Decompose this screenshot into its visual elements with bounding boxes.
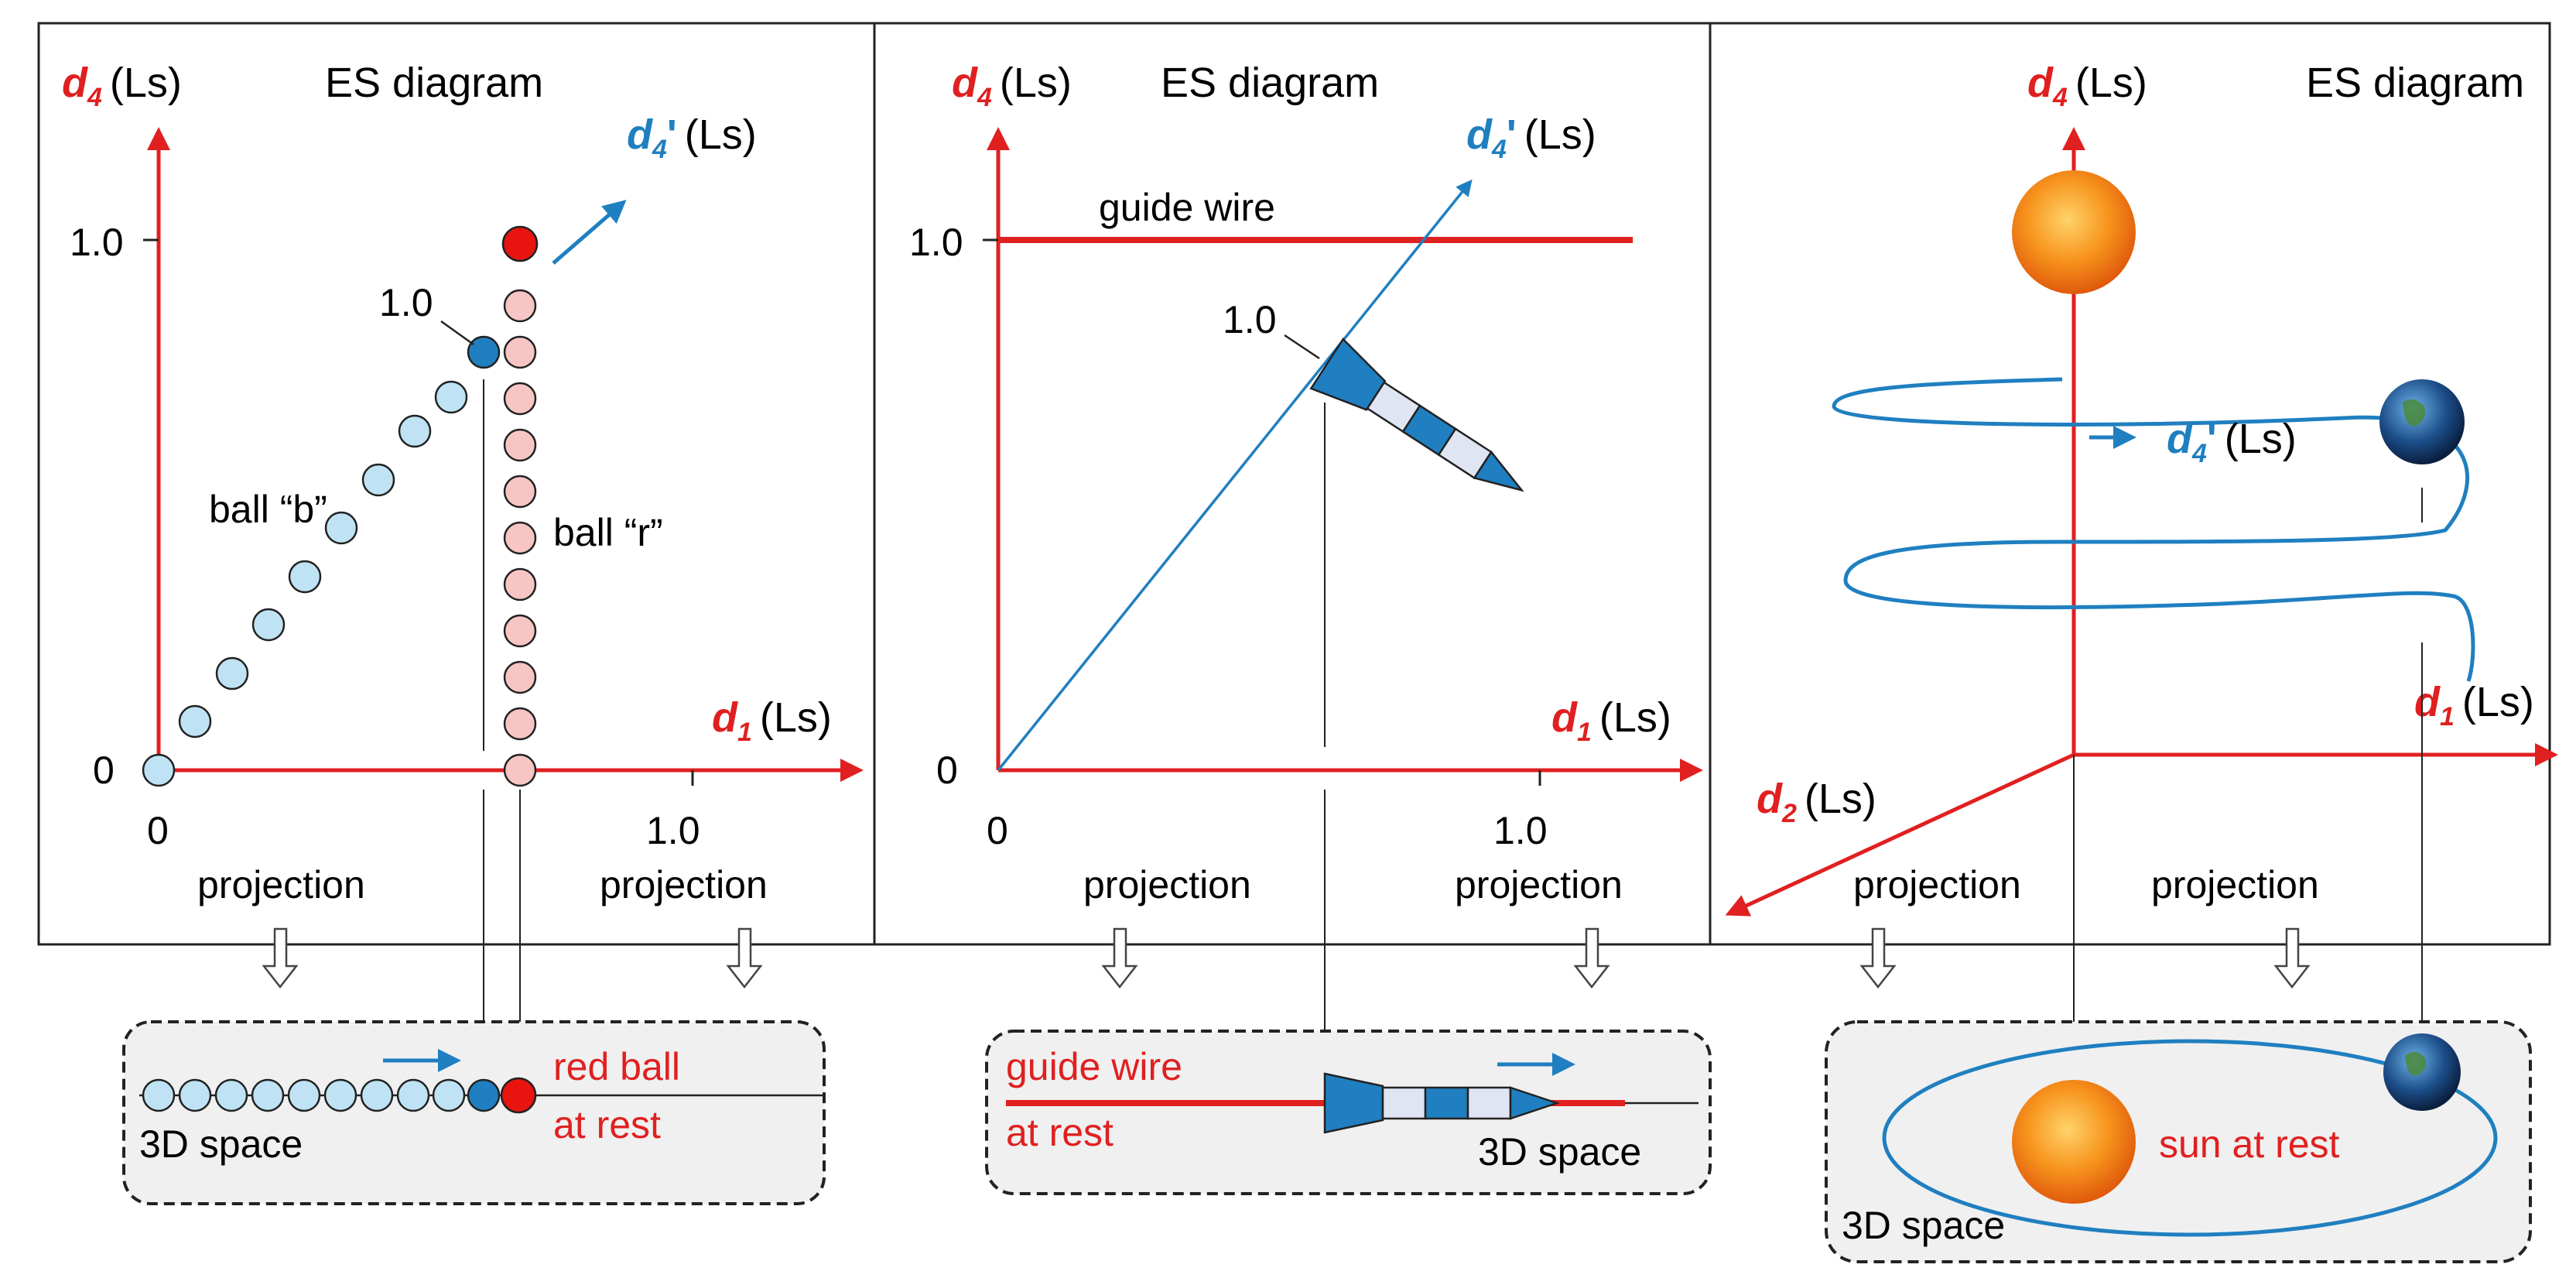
projection-label-left: projection	[1083, 863, 1251, 906]
diagram-title: ES diagram	[2306, 60, 2524, 106]
projection-label-left: projection	[1853, 863, 2021, 906]
ball-r-label: ball “r”	[553, 511, 663, 554]
tick-y-label: 1.0	[70, 221, 124, 264]
guide-wire-label: guide wire	[1099, 186, 1275, 229]
panel-2: 1.0 1.0 0 0 d4(Ls) ES diagram guide wire…	[909, 60, 1712, 1195]
earth-3d	[2383, 1033, 2461, 1111]
d4-axis-label: d4(Ls)	[2027, 60, 2147, 112]
panel-frame	[37, 22, 2551, 946]
worldline-blue	[997, 179, 1473, 772]
red-ball-label: red ball	[553, 1045, 680, 1088]
3d-space-box-1	[122, 1020, 826, 1205]
at-rest-label-1: at rest	[553, 1103, 661, 1146]
origin-x-label: 0	[147, 809, 169, 852]
d1-axis-label: d1(Ls)	[2414, 679, 2534, 732]
projection-arrow-right	[726, 927, 763, 989]
ball-r-track	[501, 225, 539, 787]
3d-space-label-2: 3D space	[1478, 1130, 1641, 1174]
projection-label-right: projection	[600, 863, 768, 906]
d4-prime-label: d4'(Ls)	[2167, 416, 2297, 468]
projection-label-left: projection	[197, 863, 365, 906]
projection-arrow-left	[1101, 927, 1138, 989]
earth-image	[2379, 379, 2465, 464]
origin-x-label: 0	[987, 809, 1008, 852]
d4-axis-label: d4(Ls)	[952, 60, 1072, 112]
projection-label-right: projection	[2151, 863, 2319, 906]
bottom-balls-1	[142, 1077, 537, 1114]
sun-at-rest-label: sun at rest	[2159, 1122, 2340, 1166]
origin-y-label: 0	[936, 749, 958, 792]
projection-arrow-right	[1573, 927, 1610, 989]
panel-3: d4(Ls) ES diagram d1(Ls) d2(Ls) d4'(Ls) …	[1725, 60, 2558, 1263]
d2-axis-3	[1725, 752, 2075, 917]
d4-prime-label: d4'(Ls)	[627, 111, 757, 164]
panel-1: 1.0 1.0 0 0 d4(Ls) ES diagram d4'(Ls) d1…	[62, 60, 864, 1205]
d1-axis-label: d1(Ls)	[712, 694, 832, 747]
ball-b-label: ball “b”	[209, 488, 327, 531]
guide-wire-label-3d: guide wire	[1006, 1045, 1182, 1088]
projection-arrow-left	[262, 927, 299, 989]
origin-y-label: 0	[93, 749, 115, 792]
projection-label-right: projection	[1455, 863, 1623, 906]
projection-arrow-left	[1859, 927, 1897, 989]
d4-prime-label: d4'(Ls)	[1466, 111, 1596, 164]
point-label: 1.0	[379, 281, 433, 324]
d2-axis-label: d2(Ls)	[1757, 776, 1876, 828]
earth-orbit	[1882, 1039, 2498, 1237]
projection-arrow-right	[2273, 927, 2311, 989]
at-rest-label-2: at rest	[1006, 1111, 1114, 1154]
3d-space-box-3	[1825, 1020, 2532, 1263]
diagram-title: ES diagram	[325, 60, 543, 106]
d4-axis-label: d4(Ls)	[62, 60, 182, 112]
d4-prime-arrow	[552, 200, 627, 265]
ball-b-track	[142, 335, 501, 787]
tick-y-label: 1.0	[909, 221, 963, 264]
point-label: 1.0	[1223, 298, 1277, 341]
d1-axis-label: d1(Ls)	[1551, 694, 1671, 747]
sun-3d	[2012, 1080, 2136, 1204]
rocket-flat	[1323, 1072, 1560, 1134]
tick-x-label: 1.0	[1493, 809, 1548, 852]
tick-x-label: 1.0	[646, 809, 700, 852]
rocket-tilted	[1309, 338, 1524, 492]
3d-space-label-3: 3D space	[1842, 1204, 2005, 1247]
sun-image	[2012, 170, 2136, 294]
earth-helix	[1832, 377, 2475, 682]
diagram-title: ES diagram	[1161, 60, 1379, 106]
3d-space-label-1: 3D space	[139, 1122, 303, 1166]
